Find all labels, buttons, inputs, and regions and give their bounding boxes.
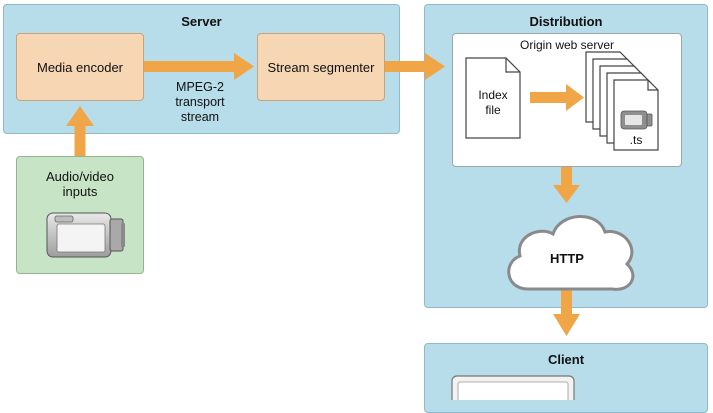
monitor-icon xyxy=(451,375,575,400)
arrow-encoder-to-segmenter xyxy=(144,53,254,80)
av-inputs-label: Audio/video inputs xyxy=(17,169,143,199)
index-file-label: Index file xyxy=(466,88,520,118)
server-title: Server xyxy=(181,14,222,29)
av-inputs-line-1: Audio/video xyxy=(46,169,114,184)
arrow-http-to-client xyxy=(553,290,580,336)
arrow-index-to-ts xyxy=(530,84,584,111)
transport-line-2: transport xyxy=(175,95,225,109)
av-inputs-line-2: inputs xyxy=(62,184,98,199)
transport-line-1: MPEG-2 xyxy=(176,80,224,94)
distribution-title: Distribution xyxy=(529,14,603,29)
ts-label: .ts xyxy=(629,133,643,147)
http-cloud-icon xyxy=(507,215,635,291)
video-camera-icon xyxy=(46,212,125,258)
client-title: Client xyxy=(547,352,585,367)
stream-segmenter-label: Stream segmenter xyxy=(267,59,375,75)
origin-server-title: Origin web server xyxy=(519,38,615,52)
media-encoder-label: Media encoder xyxy=(37,59,123,75)
index-line-2: file xyxy=(485,103,501,117)
media-encoder-box: Media encoder xyxy=(16,33,144,101)
index-file-document-icon xyxy=(465,57,521,139)
index-line-1: Index xyxy=(478,88,508,102)
diagram-graphics xyxy=(46,51,659,400)
arrow-segmenter-to-distribution xyxy=(385,53,445,80)
arrow-origin-to-http xyxy=(553,167,580,203)
transport-stream-label: MPEG-2 transport stream xyxy=(160,80,240,125)
arrow-inputs-to-encoder xyxy=(66,106,94,156)
transport-line-3: stream xyxy=(180,110,220,124)
http-label: HTTP xyxy=(550,251,584,266)
ts-camera-icon xyxy=(620,110,653,130)
stream-segmenter-box: Stream segmenter xyxy=(257,33,385,101)
